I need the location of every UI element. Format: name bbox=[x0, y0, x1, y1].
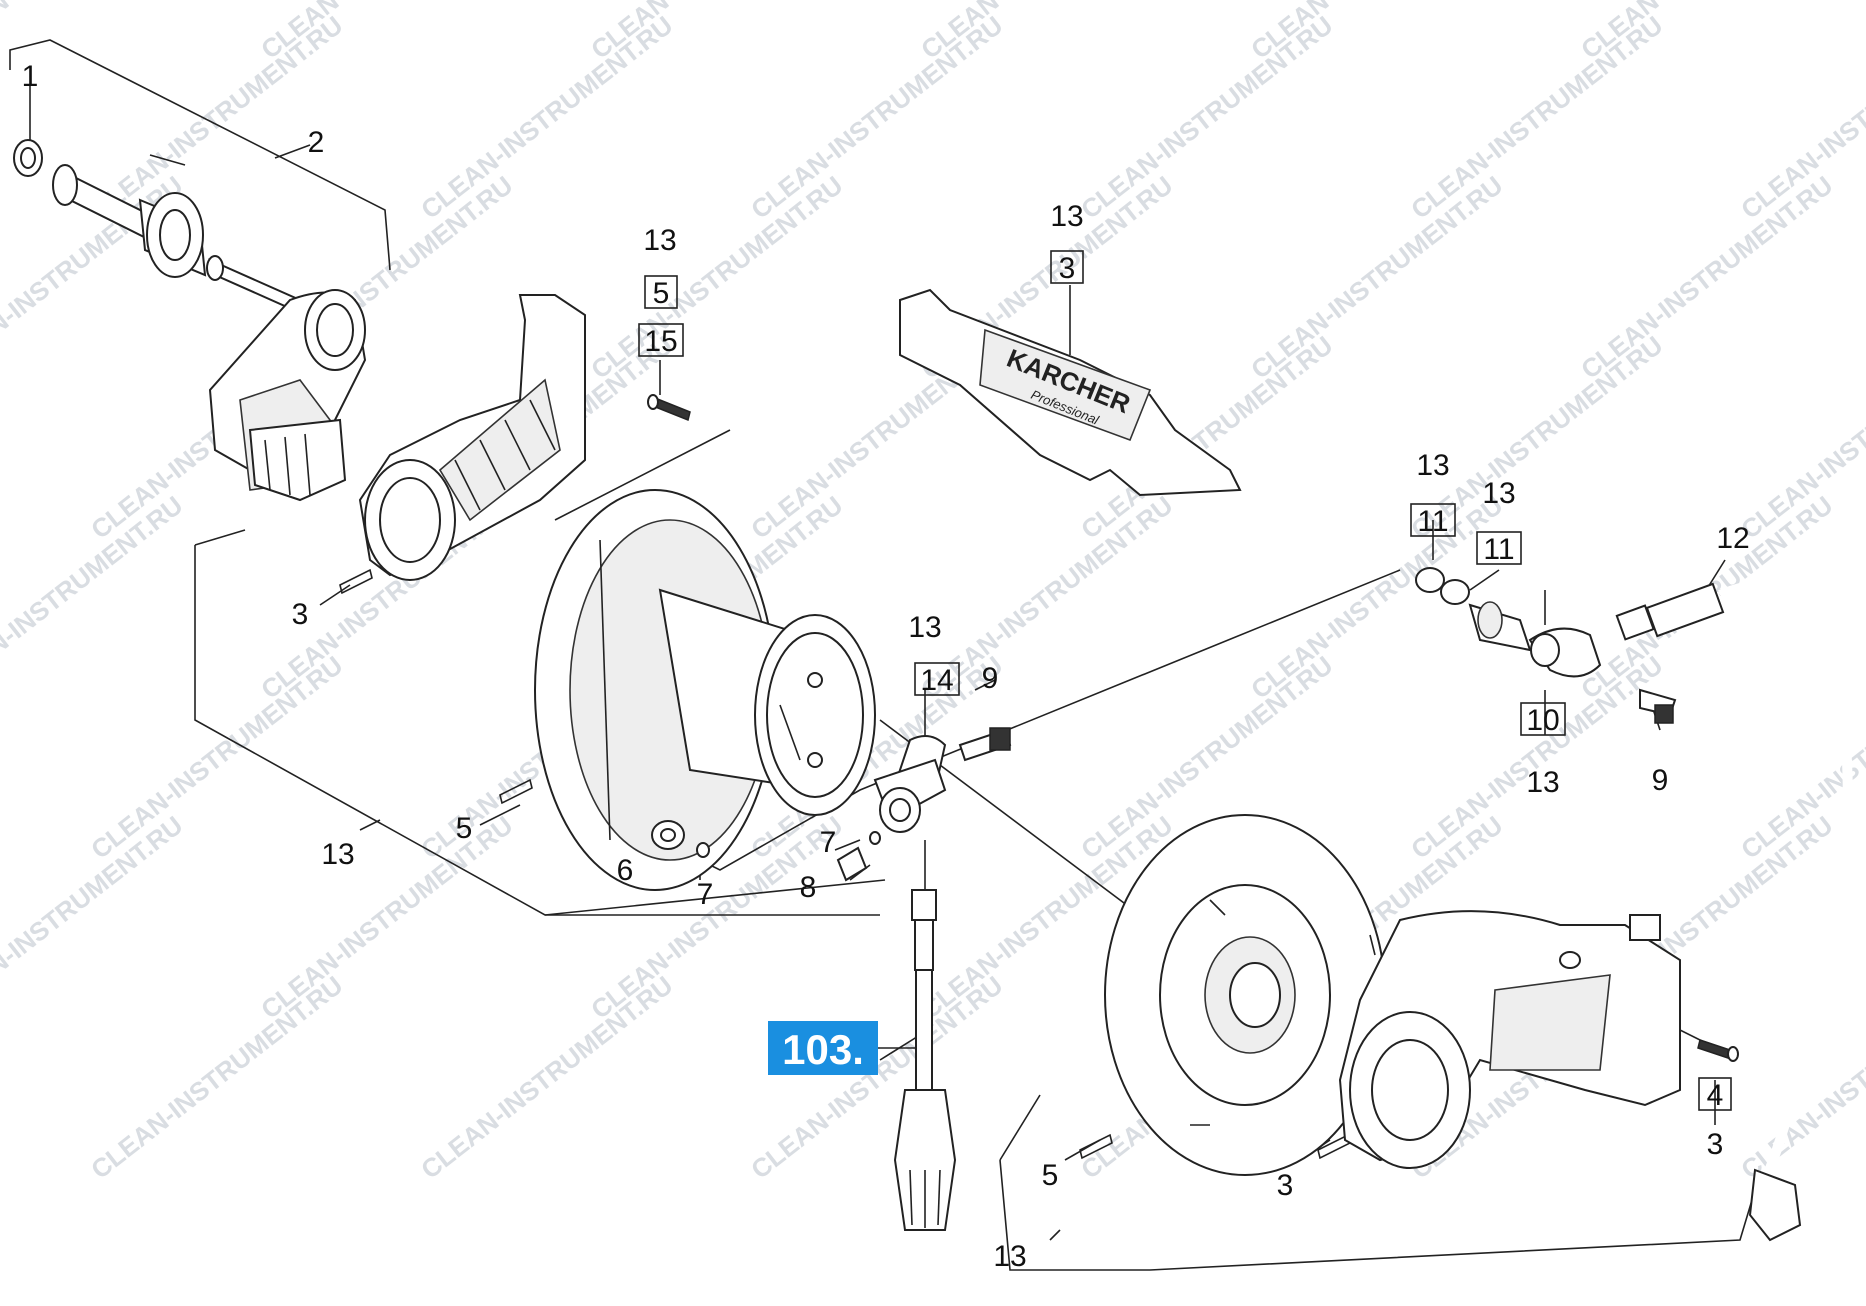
label-part-3-b: 3 bbox=[1059, 252, 1076, 285]
part-clip-9b bbox=[1639, 688, 1677, 724]
part-feed-hose-12 bbox=[1615, 580, 1853, 1242]
watermark-text: CLEAN-INSTRUMENT.RU bbox=[1075, 10, 1338, 225]
label-part-13-e: 13 bbox=[908, 611, 941, 644]
label-part-13-h: 13 bbox=[993, 1240, 1026, 1273]
label-boxes bbox=[638, 250, 1732, 1111]
part-hose-guide-bar: KARCHER Professional bbox=[899, 288, 1242, 497]
label-part-2: 2 bbox=[308, 126, 325, 159]
part-elbow-10 bbox=[1468, 601, 1602, 678]
watermark-text: CLEAN-INSTRUMENT.RU bbox=[0, 0, 188, 65]
label-part-13-c: 13 bbox=[1416, 449, 1449, 482]
part-clip-9a bbox=[958, 727, 1012, 762]
label-part-7-b: 7 bbox=[820, 826, 837, 859]
part-side-frame-left bbox=[358, 294, 586, 581]
watermark-text: CLEAN-INSTRUMENT.RU bbox=[85, 10, 348, 225]
watermark-text: CLEAN-INSTRUMENT.RU bbox=[1575, 170, 1838, 385]
label-part-14: 14 bbox=[920, 664, 953, 697]
label-part-12: 12 bbox=[1716, 522, 1749, 555]
label-part-5-a: 5 bbox=[653, 277, 670, 310]
label-part-5-c: 5 bbox=[1042, 1159, 1059, 1192]
watermark-text: CLEAN-INSTRUMENT.RU bbox=[1405, 10, 1668, 225]
watermark-text: CLEAN-INSTRUMENT.RU bbox=[255, 810, 518, 1025]
part-side-frame-right bbox=[1338, 910, 1681, 1169]
part-spring-8 bbox=[836, 846, 868, 882]
watermark-text: CLEAN-INSTRUMENT.RU bbox=[745, 10, 1008, 225]
part-hose-drum bbox=[534, 489, 876, 891]
watermark-text: CLEAN-INSTRUMENT.RU bbox=[1245, 170, 1508, 385]
highlight-label: 103. bbox=[782, 1026, 864, 1073]
label-part-11-b: 11 bbox=[1483, 533, 1514, 566]
part-washer-1 bbox=[13, 139, 43, 177]
label-part-1: 1 bbox=[22, 60, 39, 93]
part-drum-disc-right bbox=[1104, 814, 1386, 1176]
label-part-4: 4 bbox=[1707, 1079, 1724, 1112]
part-crank-arm bbox=[208, 289, 367, 502]
part-oring-7b bbox=[869, 831, 881, 845]
label-part-3-a: 3 bbox=[292, 598, 309, 631]
label-part-13-d: 13 bbox=[1482, 477, 1515, 510]
part-labels: 1 2 3 13 5 15 13 3 13 11 13 11 12 13 14 … bbox=[22, 60, 1750, 1273]
label-part-3-d: 3 bbox=[1277, 1169, 1294, 1202]
label-part-13-g: 13 bbox=[321, 838, 354, 871]
label-part-13-f: 13 bbox=[1526, 766, 1559, 799]
part-nut-6 bbox=[651, 820, 685, 850]
watermark-text: CLEAN-INSTRUMENT.RU bbox=[415, 970, 678, 1185]
label-part-7-a: 7 bbox=[697, 878, 714, 911]
part-hose-103 bbox=[893, 889, 957, 1231]
label-part-13-b: 13 bbox=[1050, 200, 1083, 233]
part-crank-handle-2 bbox=[52, 164, 307, 317]
watermark-text: CLEAN-INSTRUMENT.RU bbox=[1405, 650, 1668, 865]
label-part-6: 6 bbox=[617, 854, 634, 887]
watermark-text: CLEAN-INSTRUMENT.RU bbox=[915, 490, 1178, 705]
watermark-text: CLEAN-INSTRUMENT.RU bbox=[85, 650, 348, 865]
part-oring-7 bbox=[696, 842, 710, 858]
watermark-text: CLEAN-INSTRUMENT.RU bbox=[85, 970, 348, 1185]
part-screw-4 bbox=[1697, 1039, 1739, 1062]
label-part-13-a: 13 bbox=[643, 224, 676, 257]
assembly-lines bbox=[9, 39, 1756, 1271]
part-screw-5-15 bbox=[647, 394, 691, 422]
watermark-text: CLEAN-INSTRUMENT.RU bbox=[585, 170, 848, 385]
label-part-9-b: 9 bbox=[1652, 764, 1669, 797]
label-part-11-a: 11 bbox=[1417, 505, 1448, 538]
label-part-5-b: 5 bbox=[456, 812, 473, 845]
watermark-text: CLEAN-INSTRUMENT.RU bbox=[1245, 490, 1508, 705]
label-part-9-a: 9 bbox=[982, 662, 999, 695]
label-part-15: 15 bbox=[644, 325, 677, 358]
part-clamps-11 bbox=[1415, 567, 1470, 605]
watermark-text: CLEAN-INSTRUMENT.RU bbox=[745, 970, 1008, 1185]
watermark-text: CLEAN-INSTRUMENT.RU bbox=[415, 10, 678, 225]
part-swivel-joint bbox=[873, 735, 947, 833]
label-part-8: 8 bbox=[800, 871, 817, 904]
label-part-10: 10 bbox=[1526, 704, 1559, 737]
label-part-3-c: 3 bbox=[1707, 1128, 1724, 1161]
highlight-tag-103[interactable]: 103. bbox=[768, 1021, 915, 1075]
